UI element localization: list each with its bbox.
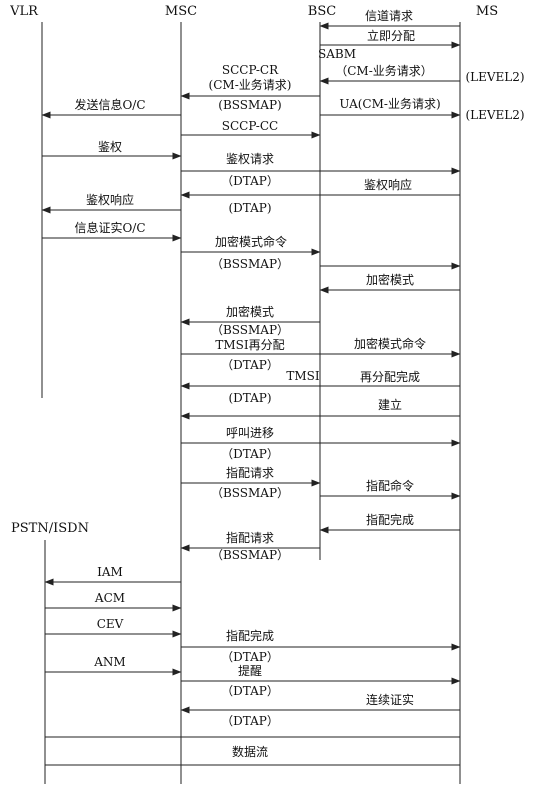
entity-bsc: BSC xyxy=(308,4,336,19)
label-tmsi: TMSI xyxy=(286,369,320,383)
label-call-proceeding: 呼叫进移 xyxy=(226,426,274,440)
level2-label: (LEVEL2) xyxy=(465,70,524,84)
level2-label: (LEVEL2) xyxy=(465,108,524,122)
label-connect-ack: 连续证实 xyxy=(366,692,414,707)
label-info-confirm-oc: 信息证实O/C xyxy=(74,220,145,235)
label-bssmap-1: (BSSMAP) xyxy=(218,98,281,112)
label-dtap-3: （DTAP） xyxy=(221,358,279,372)
entity-vlr: VLR xyxy=(9,4,39,19)
label-iam: IAM xyxy=(97,565,123,579)
label-bssmap-5: （BSSMAP） xyxy=(211,548,289,562)
label-setup: 建立 xyxy=(378,397,402,412)
label-send-info-oc: 发送信息O/C xyxy=(74,97,145,112)
label-auth-response-ms: 鉴权响应 xyxy=(364,177,412,192)
entity-ms: MS xyxy=(476,4,498,19)
label-sccp-cc: SCCP-CC xyxy=(222,119,278,133)
label-auth: 鉴权 xyxy=(98,140,122,154)
label-dtap-8: （DTAP） xyxy=(221,714,279,728)
label-sccp-cr: SCCP-CR xyxy=(222,63,279,77)
label-dtap-4: (DTAP) xyxy=(228,391,271,405)
label-ua-cm-request: UA(CM-业务请求) xyxy=(339,96,440,111)
entity-msc: MSC xyxy=(165,4,197,19)
label-cipher-mode-cmd-1: 加密模式命令 xyxy=(215,234,287,249)
label-dtap-5: （DTAP） xyxy=(221,447,279,461)
label-anm: ANM xyxy=(93,655,125,669)
entity-pstn: PSTN/ISDN xyxy=(11,521,89,536)
label-sabm: SABM xyxy=(318,47,356,61)
label-alert: 提醒 xyxy=(238,663,262,678)
label-dtap-6: （DTAP） xyxy=(221,650,279,664)
label-assign-complete-2: 指配完成 xyxy=(226,628,274,643)
label-acm: ACM xyxy=(94,591,125,605)
message-arrows xyxy=(41,22,461,714)
label-assign-complete-1: 指配完成 xyxy=(366,512,414,527)
label-assign-command: 指配命令 xyxy=(366,478,414,493)
label-assign-request-1: 指配请求 xyxy=(226,465,274,480)
separator-rules xyxy=(45,736,460,766)
label-cm-request-2: (CM-业务请求) xyxy=(209,77,292,92)
label-cev: CEV xyxy=(97,617,124,631)
label-tmsi-realloc: TMSI再分配 xyxy=(215,338,284,352)
label-data-flow: 数据流 xyxy=(232,744,268,759)
label-cipher-mode-1: 加密模式 xyxy=(366,272,414,287)
label-auth-request: 鉴权请求 xyxy=(226,152,274,166)
label-cipher-mode-2: 加密模式 xyxy=(226,304,274,319)
label-bssmap-4: （BSSMAP） xyxy=(211,486,289,500)
label-bssmap-3: （BSSMAP） xyxy=(211,323,289,337)
label-dtap-2: (DTAP) xyxy=(228,201,271,215)
message-labels: 信道请求 立即分配 SABM （CM-业务请求） SCCP-CR (CM-业务请… xyxy=(74,9,440,759)
label-channel-request: 信道请求 xyxy=(365,9,413,23)
label-realloc-complete: 再分配完成 xyxy=(360,369,420,384)
label-cm-request-1: （CM-业务请求） xyxy=(335,63,433,78)
label-assign-request-2: 指配请求 xyxy=(226,530,274,545)
label-dtap-1: （DTAP） xyxy=(221,174,279,188)
label-cipher-mode-cmd-2: 加密模式命令 xyxy=(354,336,426,351)
label-dtap-7: （DTAP） xyxy=(221,684,279,698)
label-bssmap-2: （BSSMAP） xyxy=(211,257,289,271)
side-labels: (LEVEL2) (LEVEL2) xyxy=(465,70,524,122)
label-immediate-assign: 立即分配 xyxy=(367,28,415,43)
entity-headers: VLR MSC BSC MS PSTN/ISDN xyxy=(9,4,498,536)
label-auth-response-vlr: 鉴权响应 xyxy=(86,192,134,207)
